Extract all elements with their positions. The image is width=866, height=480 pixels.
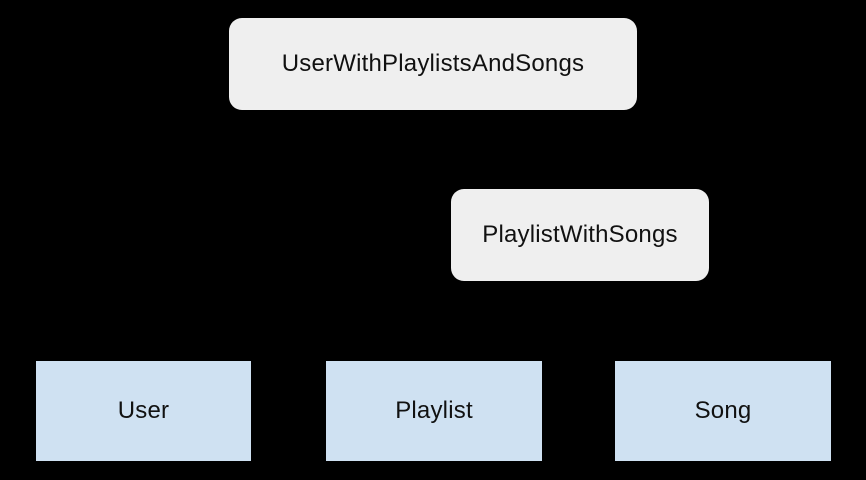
node-user: User xyxy=(36,361,251,461)
node-song: Song xyxy=(615,361,831,461)
node-label: Song xyxy=(694,396,752,424)
node-label: UserWithPlaylistsAndSongs xyxy=(281,49,585,77)
node-playlist-with-songs: PlaylistWithSongs xyxy=(451,189,709,281)
node-label: User xyxy=(117,396,170,424)
node-user-with-playlists-and-songs: UserWithPlaylistsAndSongs xyxy=(229,18,637,110)
node-label: Playlist xyxy=(395,396,473,424)
node-label: PlaylistWithSongs xyxy=(482,220,678,248)
node-playlist: Playlist xyxy=(326,361,542,461)
